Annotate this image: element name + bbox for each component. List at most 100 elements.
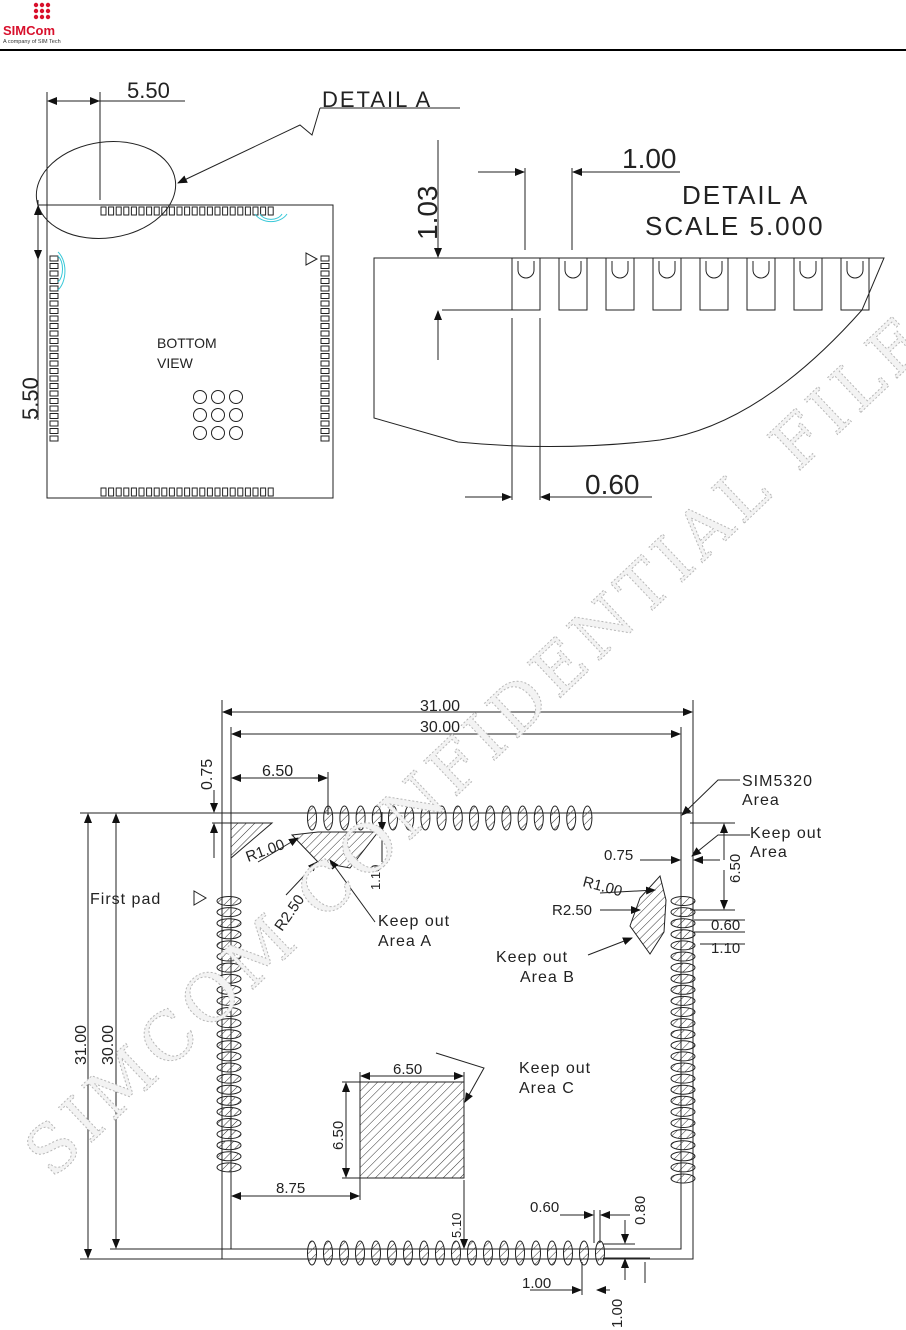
pad <box>320 263 330 269</box>
dim-label: 0.60 <box>585 469 640 500</box>
pad <box>153 487 160 497</box>
pad <box>49 390 59 397</box>
detail-leader <box>177 107 321 184</box>
pad <box>49 405 59 412</box>
pad <box>115 487 122 497</box>
pad <box>49 293 59 299</box>
footprint-pad <box>670 1095 696 1106</box>
pad <box>49 330 59 337</box>
right-pad-column <box>320 255 330 442</box>
footprint-pad <box>419 1240 429 1266</box>
detail-a-drawing <box>373 140 885 501</box>
pad <box>130 487 137 497</box>
pad <box>214 487 221 497</box>
keepout-arc <box>259 213 283 220</box>
footprint-pad <box>670 1007 696 1017</box>
pad <box>222 206 229 216</box>
footprint-pad <box>670 929 696 940</box>
keepout-arc <box>57 255 64 283</box>
center-pad <box>229 390 243 404</box>
footprint-pad <box>216 962 242 973</box>
dim-label: 0.60 <box>530 1199 559 1216</box>
pad <box>49 255 59 262</box>
detail-pad <box>558 257 588 311</box>
footprint-pad <box>670 1029 696 1040</box>
detail-pad <box>511 257 541 311</box>
pad <box>49 263 59 269</box>
footprint-pad <box>216 1162 242 1173</box>
footprint-pad <box>404 805 415 831</box>
footprint-pad <box>670 973 696 984</box>
pad <box>252 206 259 216</box>
dim-label: 6.50 <box>262 763 293 780</box>
dim-label: 5.50 <box>18 377 43 420</box>
detail-scale: SCALE 5.000 <box>645 211 825 241</box>
pad <box>49 435 59 442</box>
footprint-pad <box>216 1007 242 1017</box>
first-pad-marker-icon <box>193 890 207 906</box>
footprint-pad <box>670 1162 696 1173</box>
pad <box>320 255 330 262</box>
pad <box>222 487 229 497</box>
pad <box>320 345 330 352</box>
keepout-label: Keep out <box>496 949 568 966</box>
pad <box>49 278 59 284</box>
dim-label: 0.75 <box>199 759 216 790</box>
pad <box>49 285 59 292</box>
footprint-pad <box>501 805 512 831</box>
footprint-pad <box>452 805 463 831</box>
pad <box>199 206 206 216</box>
footprint-pad <box>307 1240 317 1266</box>
pad <box>49 428 59 434</box>
pad <box>199 487 206 497</box>
footprint-pad <box>533 805 544 831</box>
pad <box>108 206 115 216</box>
pad <box>320 308 330 314</box>
pad <box>320 398 330 404</box>
detail-pad-notch <box>658 261 676 279</box>
footprint-pad <box>355 1240 365 1266</box>
dim-label: 0.80 <box>632 1196 649 1225</box>
footprint-pad <box>216 907 242 918</box>
footprint-pad <box>550 805 560 831</box>
pad <box>130 206 137 216</box>
pad <box>49 375 59 382</box>
dim-label: 1.10 <box>711 940 740 957</box>
pad <box>320 375 330 382</box>
detail-ellipse <box>35 140 177 240</box>
center-pad <box>193 390 207 404</box>
footprint-pad <box>307 805 317 831</box>
footprint-pad <box>371 1240 381 1266</box>
pad <box>49 308 59 314</box>
pad <box>184 206 191 216</box>
pad <box>320 315 330 322</box>
footprint-pad <box>216 929 242 940</box>
footprint-pad <box>216 984 242 995</box>
pad <box>214 206 221 216</box>
footprint-pad <box>216 995 242 1006</box>
center-pad <box>211 408 225 422</box>
pad <box>252 487 259 497</box>
detail-pad-notch <box>611 261 629 279</box>
pad <box>138 487 145 497</box>
footprint-pad <box>670 984 696 995</box>
top-pad-row <box>100 206 274 216</box>
dim-label: 31.00 <box>73 1025 90 1065</box>
keepout-label: Area C <box>519 1080 575 1097</box>
footprint-pad <box>595 1240 605 1266</box>
footprint-pad <box>216 1029 242 1040</box>
pad <box>237 487 244 497</box>
dim-label: 6.50 <box>393 1061 422 1078</box>
pad <box>260 487 267 497</box>
footprint-pad <box>515 1240 525 1266</box>
center-pad <box>229 426 243 440</box>
footprint-pad <box>420 805 431 831</box>
detail-outline <box>373 257 885 448</box>
pad <box>191 487 198 497</box>
bottom-pad-row <box>100 487 274 497</box>
pad <box>320 405 330 412</box>
pad <box>49 383 59 389</box>
footprint-pad <box>670 1073 696 1084</box>
center-pad <box>211 390 225 404</box>
pad <box>206 487 213 497</box>
